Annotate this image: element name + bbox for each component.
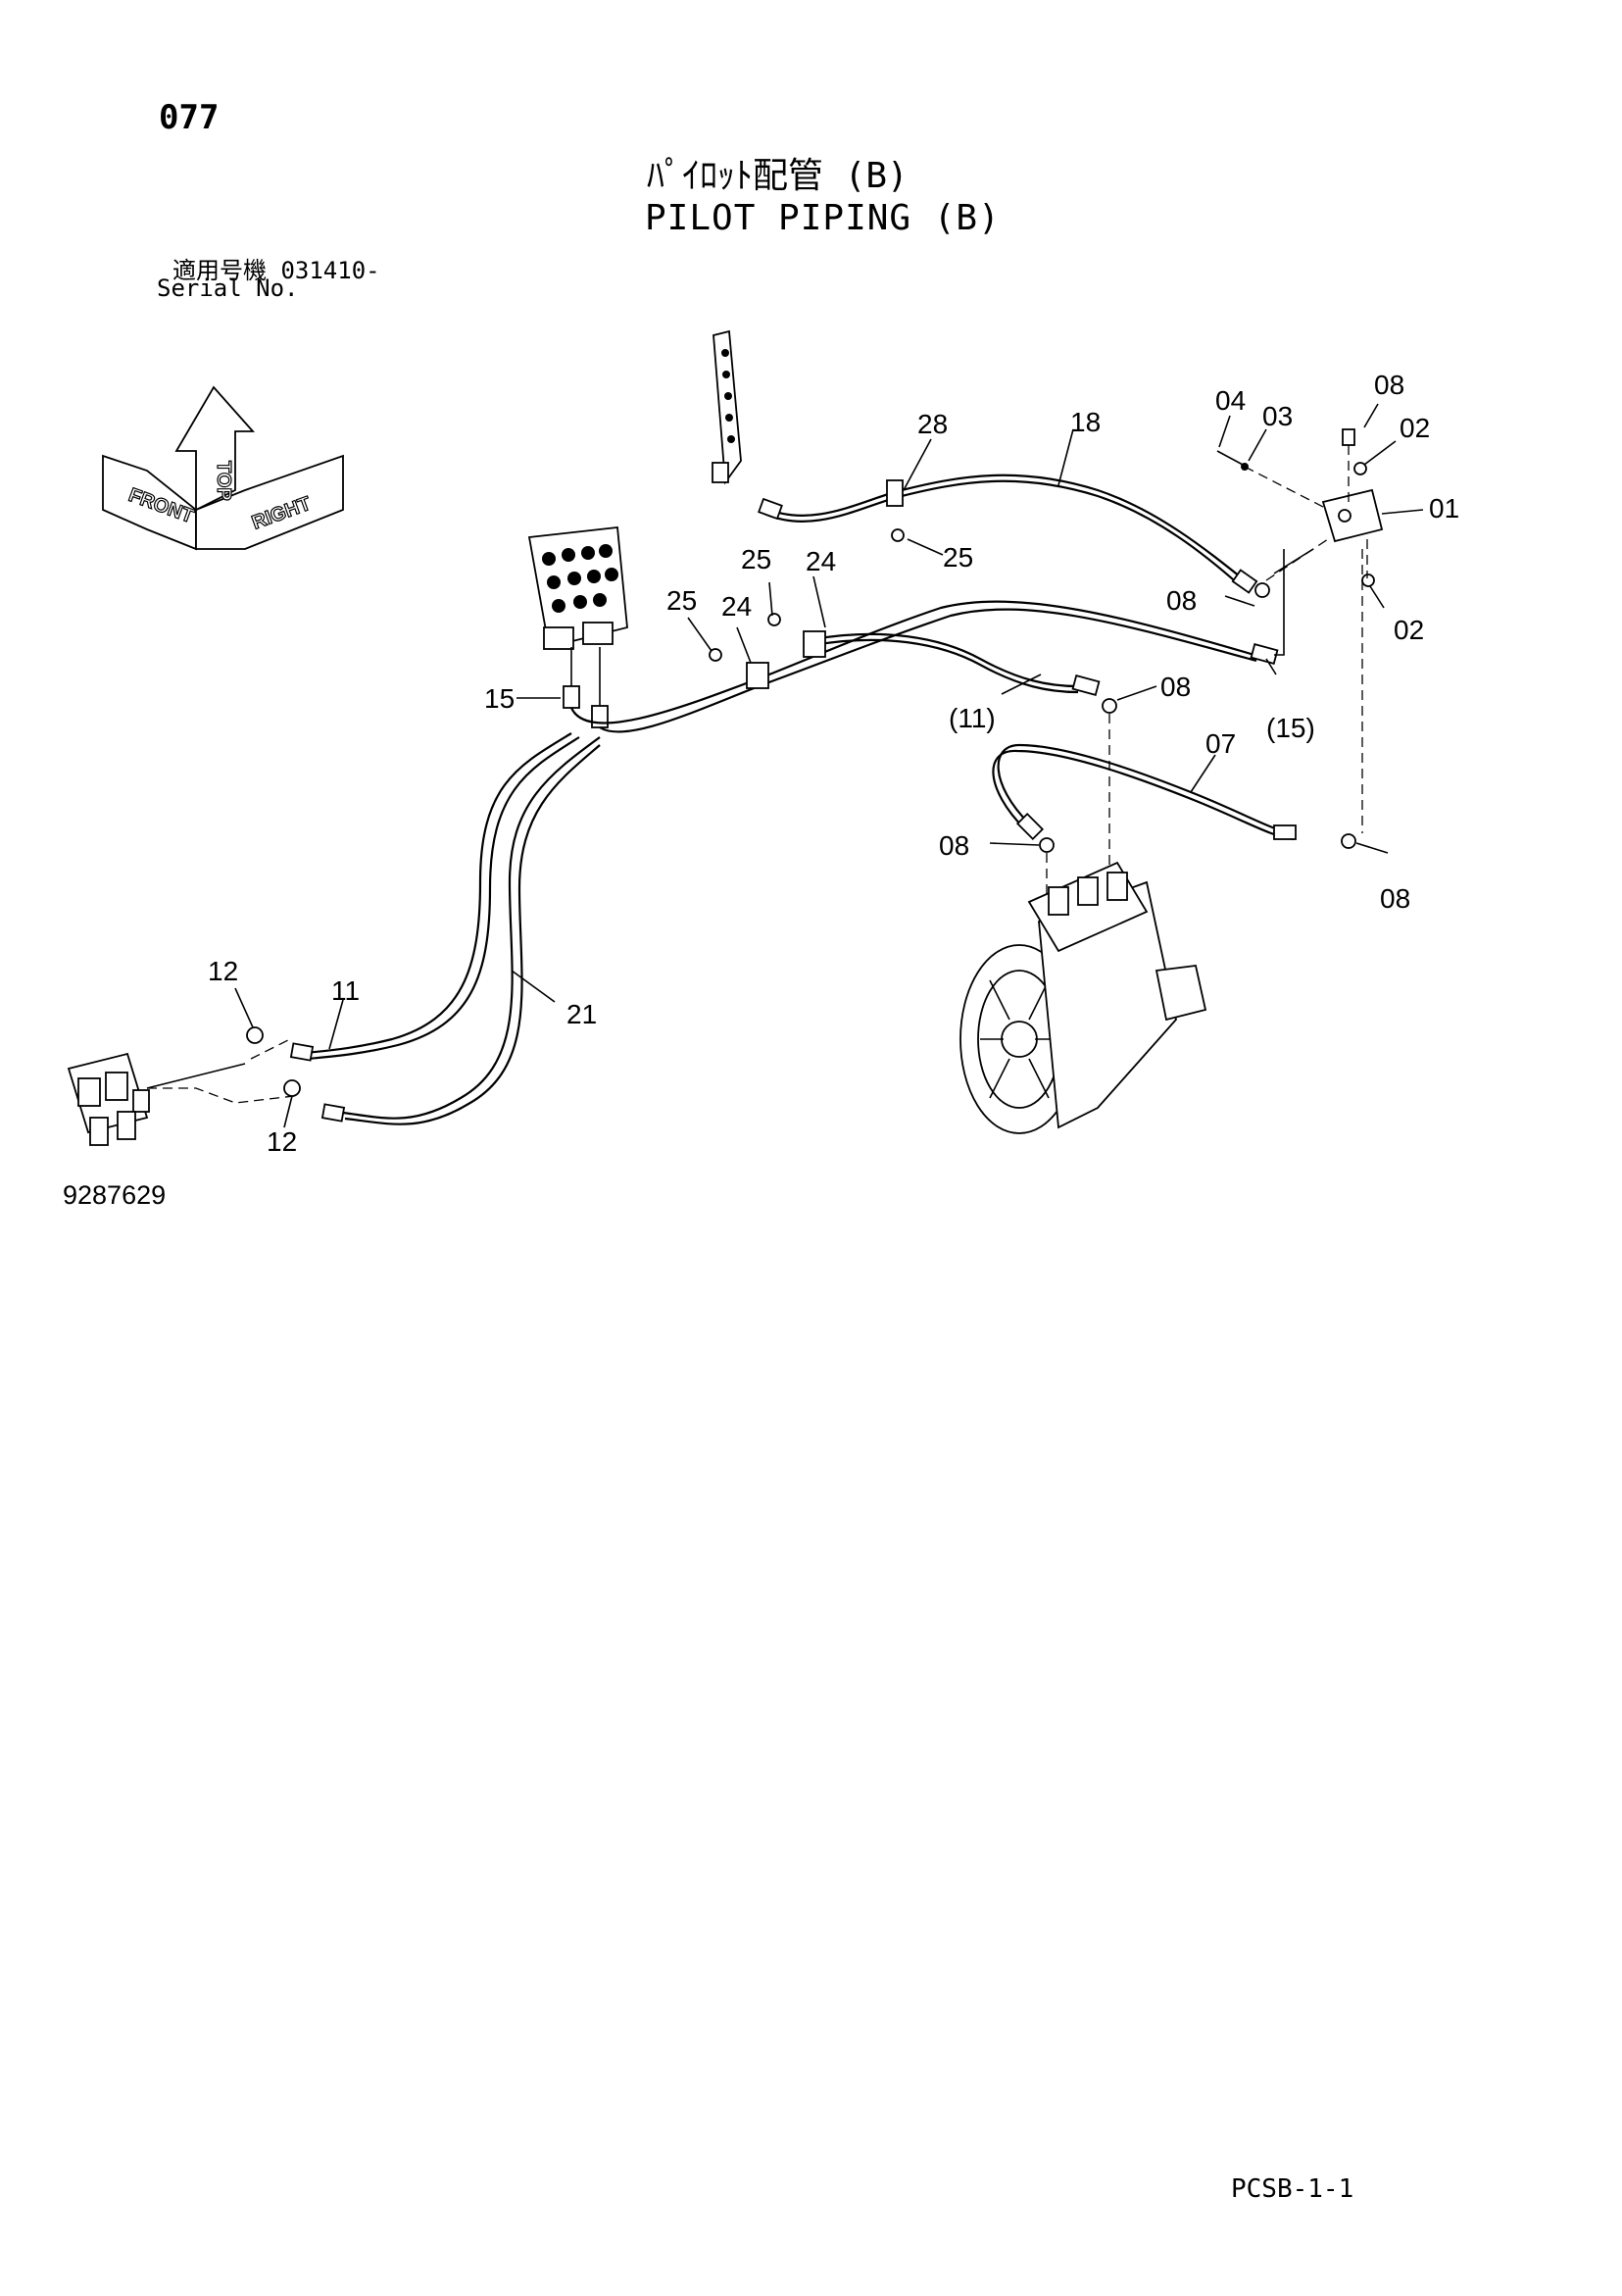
callout-03: 03 — [1262, 401, 1293, 431]
mounting-bracket — [712, 329, 742, 485]
serial-label-english: Serial No. — [157, 275, 299, 302]
lower-control-valve — [67, 1052, 150, 1146]
callout-08: 08 — [939, 830, 969, 861]
title-english: PILOT PIPING (B) — [645, 198, 1001, 238]
orientation-arrows: FRONT TOP RIGHT — [102, 385, 344, 551]
callout-11-ref: (11) — [949, 703, 996, 733]
callout-25: 25 — [741, 544, 771, 574]
pilot-valve-block — [527, 526, 628, 650]
drawing-number: 9287629 — [63, 1180, 167, 1210]
callout-18: 18 — [1070, 407, 1101, 437]
callout-28: 28 — [917, 409, 948, 439]
page-code: PCSB-1-1 — [1231, 2174, 1354, 2204]
hose-18 — [763, 474, 1246, 581]
callout-08: 08 — [1380, 883, 1410, 914]
callout-25: 25 — [943, 542, 973, 573]
callout-labels: 08 02 01 02 04 03 18 28 25 08 08 07 08 0… — [208, 370, 1459, 1157]
callout-21: 21 — [566, 999, 597, 1029]
hose-15 — [569, 600, 1255, 724]
callout-08: 08 — [1160, 672, 1191, 702]
callout-25: 25 — [666, 585, 697, 616]
callout-12: 12 — [208, 956, 238, 986]
hose-11-branch — [812, 632, 1079, 688]
callout-15-ref: (15) — [1266, 713, 1315, 743]
shuttle-valve-assembly — [1216, 428, 1384, 587]
serial-label-japanese: 適用号機 031410- — [172, 257, 380, 284]
callout-02: 02 — [1394, 615, 1424, 645]
callout-08: 08 — [1166, 585, 1197, 616]
callout-08: 08 — [1374, 370, 1404, 400]
callout-04: 04 — [1215, 385, 1246, 416]
callout-24: 24 — [721, 591, 752, 622]
callout-02: 02 — [1400, 413, 1430, 443]
title-japanese: ﾊﾟｲﾛｯﾄ配管 (B) — [647, 156, 909, 196]
main-pump — [959, 861, 1207, 1134]
callout-24: 24 — [806, 546, 836, 576]
direction-top: TOP — [213, 461, 234, 501]
callout-11: 11 — [331, 975, 360, 1006]
page-number: 077 — [159, 98, 220, 137]
callout-01: 01 — [1429, 493, 1459, 524]
hose-21 — [342, 736, 601, 1120]
leader-lines — [234, 403, 1424, 1128]
callout-15: 15 — [484, 683, 515, 714]
callout-07: 07 — [1205, 728, 1236, 759]
hose-07 — [997, 743, 1295, 835]
callout-12: 12 — [267, 1126, 297, 1157]
hose-11 — [305, 732, 572, 1055]
